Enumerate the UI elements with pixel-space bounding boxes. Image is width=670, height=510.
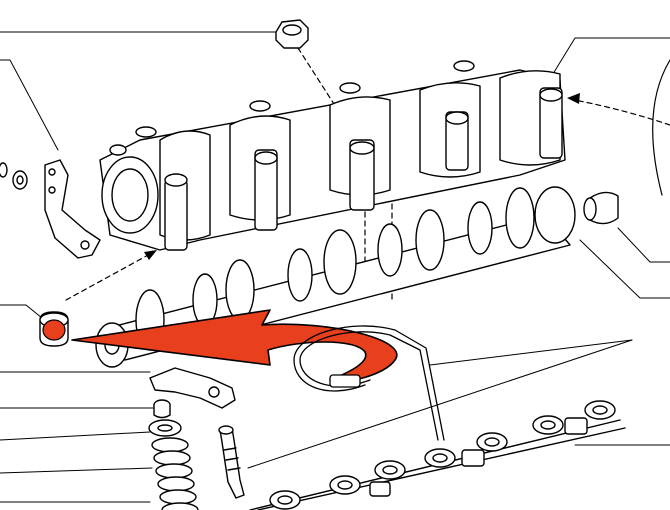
leader-dowel: [0, 304, 43, 319]
leader-oil-feed-2: [247, 339, 633, 469]
housing-nut: [275, 19, 309, 49]
valve-springs: [151, 437, 199, 510]
valve-spring-retainer: [148, 399, 182, 437]
leader-camshaft: [579, 239, 670, 299]
valve: [218, 425, 245, 499]
leader-spring-top: [0, 431, 151, 441]
dowel-sleeve: [39, 311, 69, 347]
rocker-arm: [149, 367, 236, 409]
end-plug: [583, 191, 619, 225]
leader-oil-feed: [429, 339, 633, 366]
callout-leaders-left: [0, 31, 281, 503]
leader-washers: [0, 59, 59, 151]
leader-plug: [617, 227, 670, 263]
leader-housing: [547, 37, 670, 83]
oil-spray-pipe: [249, 400, 626, 510]
highlight-arrow: [71, 309, 398, 383]
camshaft-housing: [99, 60, 566, 251]
support-bracket: [44, 159, 101, 259]
pulley-arc-edge: [652, 59, 670, 196]
leader-spring: [0, 467, 153, 474]
washers: [0, 162, 28, 190]
oil-feed-pipe: [293, 325, 445, 441]
callout-leaders-right: [247, 37, 670, 469]
